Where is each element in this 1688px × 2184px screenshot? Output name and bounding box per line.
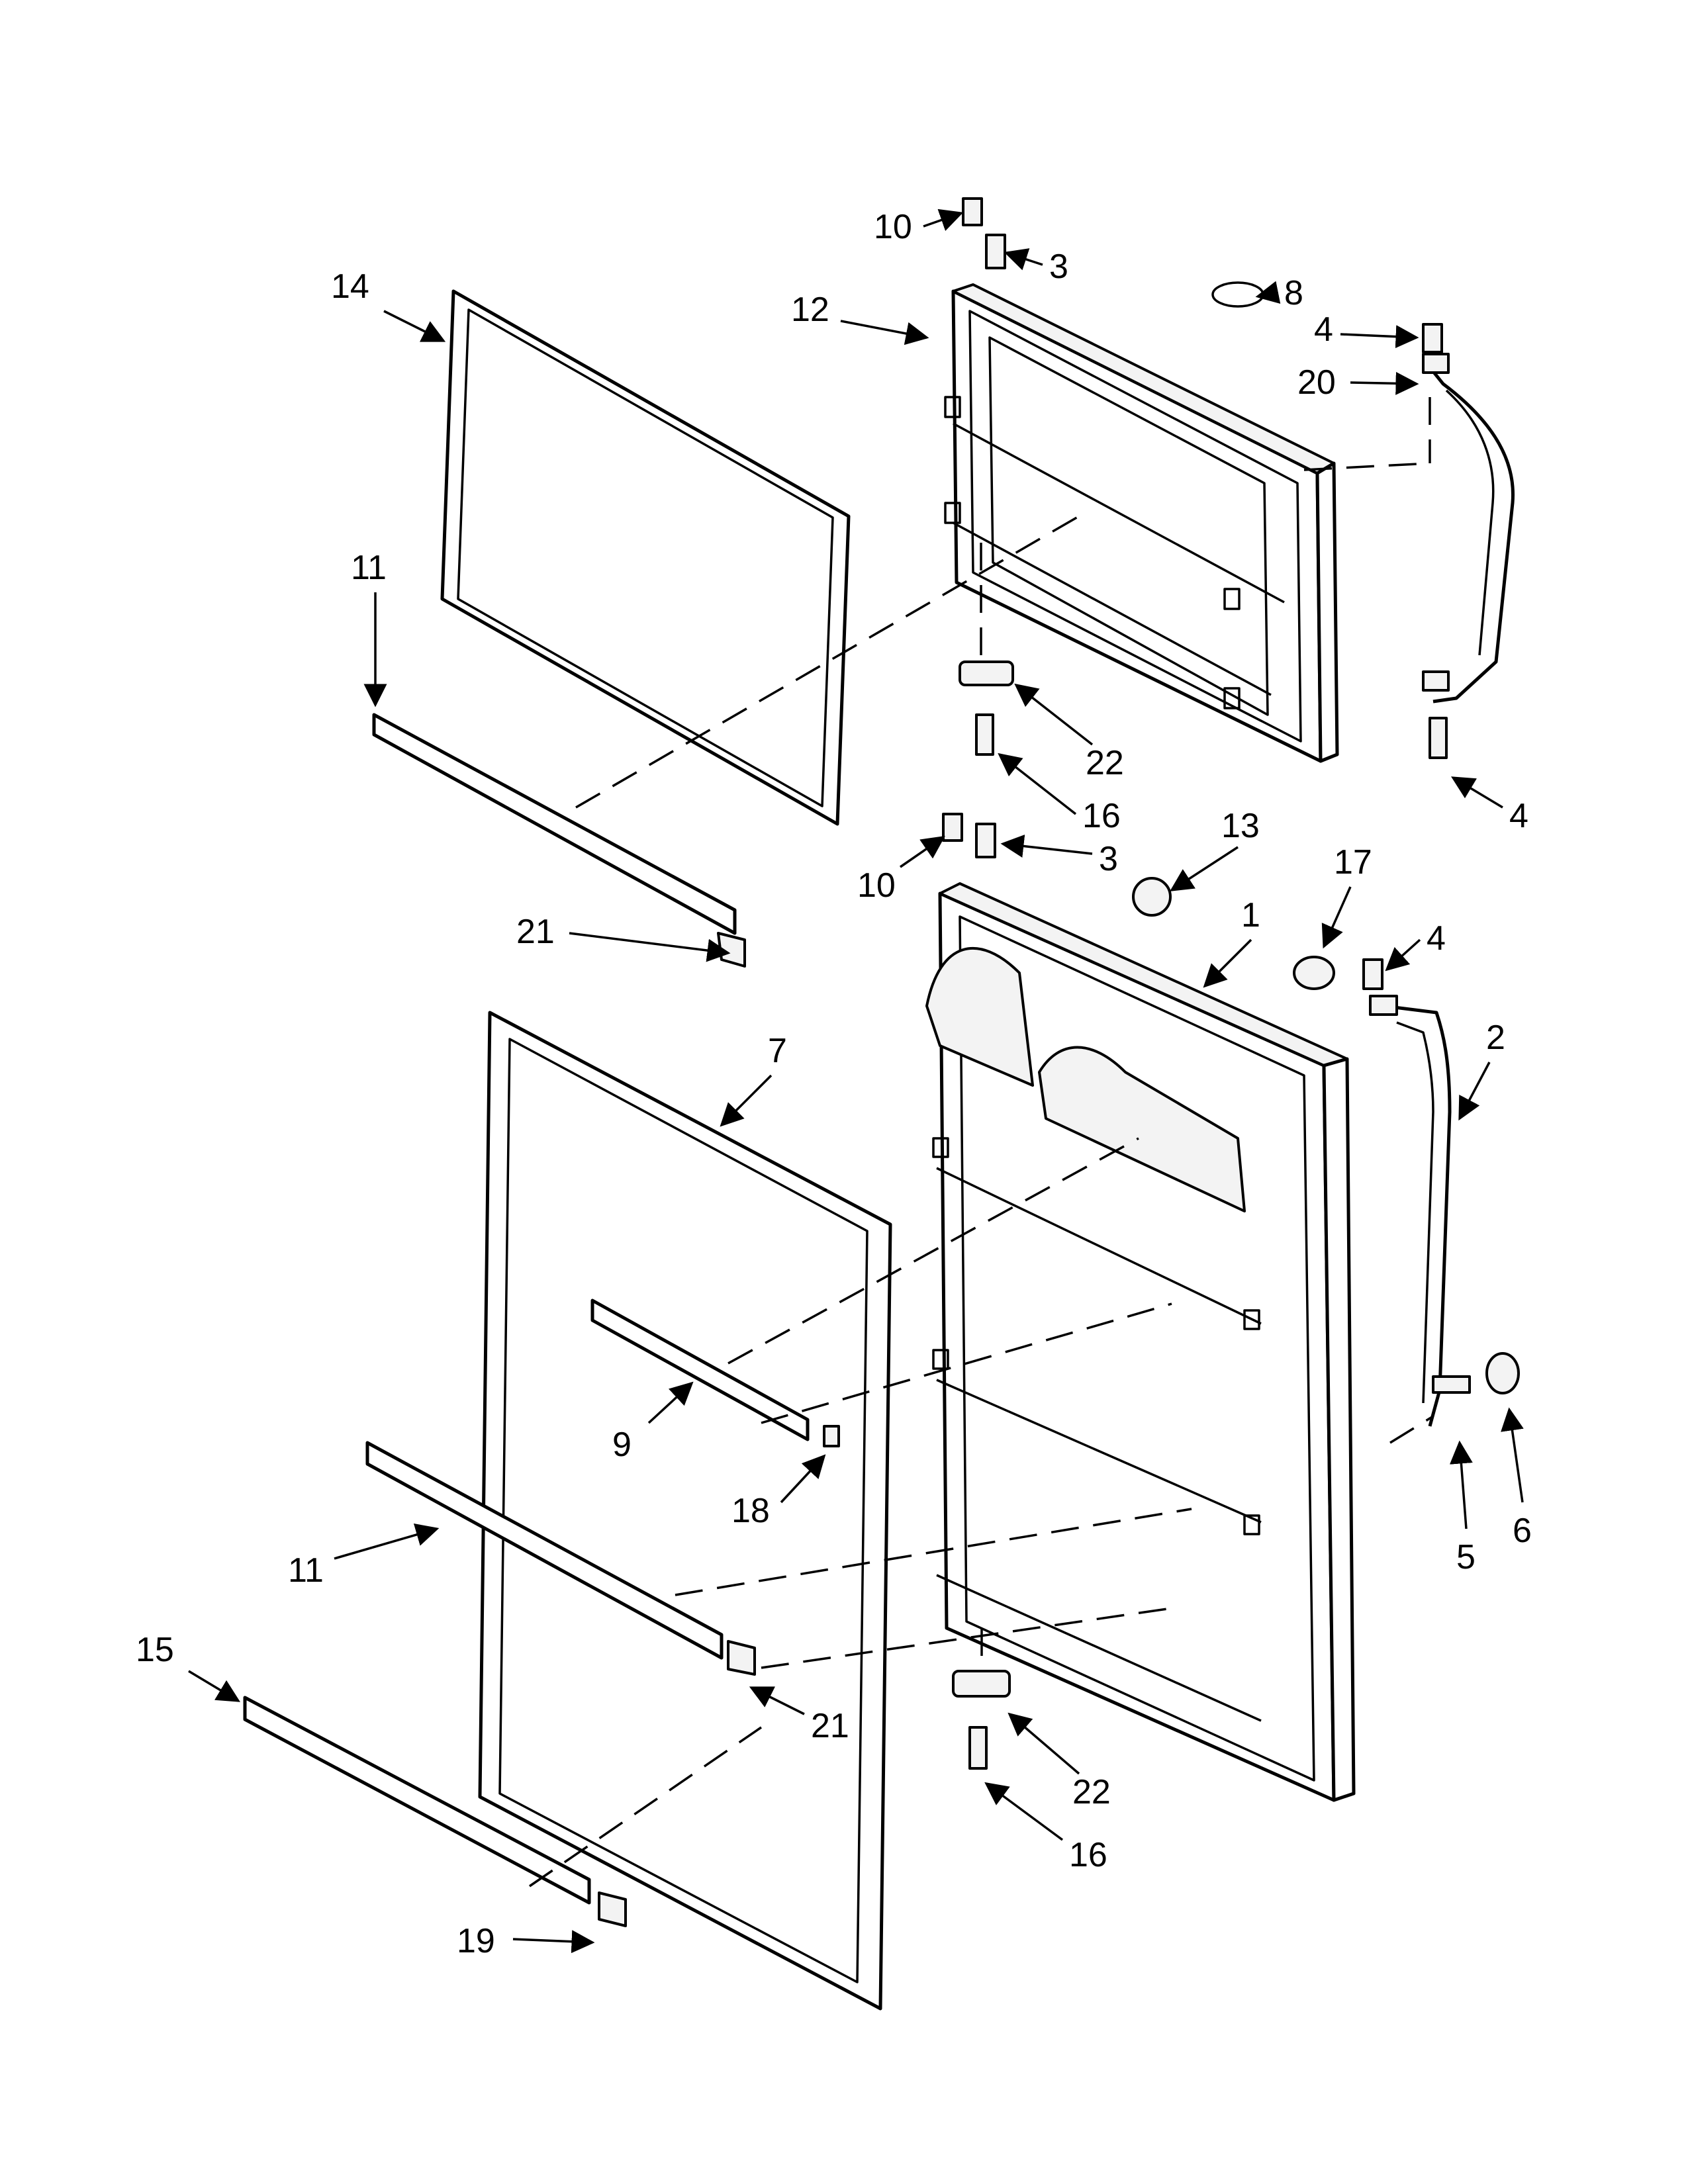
callout-19: 19	[457, 1922, 595, 1960]
svg-text:11: 11	[288, 1551, 324, 1590]
callout-22-bottom: 22	[1008, 1712, 1111, 1811]
callout-17: 17	[1321, 843, 1372, 949]
callout-12: 12	[791, 291, 929, 345]
svg-text:6: 6	[1513, 1512, 1532, 1550]
callout-9: 9	[612, 1381, 694, 1464]
fresh-food-hinge-hardware	[942, 813, 1520, 1770]
svg-text:20: 20	[1297, 363, 1336, 402]
freezer-hinge-hardware	[959, 197, 1448, 759]
callout-18: 18	[731, 1454, 826, 1530]
callout-10-top: 10	[874, 208, 964, 246]
callout-6: 6	[1501, 1407, 1532, 1550]
svg-text:5: 5	[1456, 1538, 1476, 1576]
callout-20: 20	[1297, 363, 1419, 402]
fresh-food-door	[925, 882, 1356, 1802]
fresh-food-door-handle	[1369, 995, 1452, 1427]
svg-text:10: 10	[874, 208, 912, 246]
callout-22-top: 22	[1014, 683, 1124, 782]
svg-text:11: 11	[351, 549, 387, 587]
svg-text:3: 3	[1099, 840, 1118, 878]
callout-15: 15	[136, 1631, 241, 1702]
svg-text:16: 16	[1069, 1836, 1107, 1874]
svg-text:9: 9	[612, 1426, 632, 1464]
callout-10-mid: 10	[857, 836, 945, 905]
callout-11-top: 11	[351, 549, 387, 707]
svg-text:1: 1	[1241, 896, 1260, 934]
freezer-door-gasket	[440, 289, 851, 826]
svg-text:21: 21	[516, 913, 555, 951]
svg-text:2: 2	[1486, 1019, 1505, 1057]
callout-2: 2	[1458, 1019, 1505, 1121]
svg-text:17: 17	[1334, 843, 1372, 882]
callout-3-top: 3	[1004, 248, 1068, 286]
svg-text:10: 10	[857, 866, 896, 905]
callout-14: 14	[331, 267, 446, 342]
svg-text:15: 15	[136, 1631, 174, 1669]
svg-text:3: 3	[1049, 248, 1068, 286]
svg-text:8: 8	[1284, 274, 1303, 312]
callout-16-bottom: 16	[984, 1782, 1107, 1874]
callout-7: 7	[720, 1032, 787, 1127]
freezer-breaker-strip	[372, 713, 746, 968]
svg-text:19: 19	[457, 1922, 495, 1960]
svg-text:21: 21	[811, 1707, 849, 1745]
callout-21-bottom: 21	[749, 1686, 849, 1745]
svg-text:14: 14	[331, 267, 369, 306]
svg-text:7: 7	[768, 1032, 787, 1070]
callout-4-mid: 4	[1450, 776, 1528, 835]
callout-13: 13	[1170, 807, 1260, 891]
svg-text:18: 18	[731, 1492, 770, 1530]
alignment-lines	[529, 397, 1434, 1888]
callout-1: 1	[1203, 896, 1260, 988]
callout-4-lower: 4	[1385, 919, 1446, 972]
callout-8: 8	[1255, 274, 1303, 312]
callout-5: 5	[1449, 1440, 1476, 1576]
callout-3-mid: 3	[1000, 835, 1118, 878]
svg-text:22: 22	[1072, 1773, 1111, 1811]
svg-text:13: 13	[1221, 807, 1260, 845]
svg-text:4: 4	[1427, 919, 1446, 958]
freezer-door-handle	[1422, 353, 1515, 704]
bottom-trim-strip	[243, 1696, 627, 1927]
svg-text:12: 12	[791, 291, 829, 329]
freezer-door	[944, 283, 1339, 763]
svg-text:16: 16	[1082, 797, 1121, 835]
svg-text:4: 4	[1509, 797, 1528, 835]
callout-21-top: 21	[516, 913, 731, 962]
svg-text:22: 22	[1086, 744, 1124, 782]
callout-11-bottom: 11	[288, 1523, 440, 1590]
callout-4-top: 4	[1314, 310, 1419, 349]
callout-16-top: 16	[998, 752, 1121, 835]
fresh-food-door-gasket	[478, 1011, 892, 2011]
shelf-trim	[590, 1298, 840, 1447]
fresh-food-breaker-strip	[365, 1441, 756, 1676]
svg-text:4: 4	[1314, 310, 1333, 349]
